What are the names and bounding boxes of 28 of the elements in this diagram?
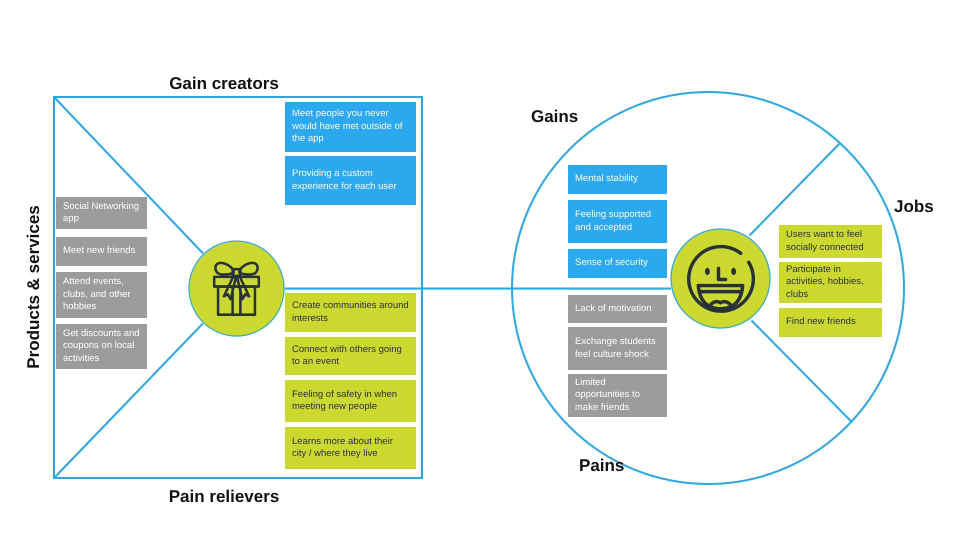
pain-reliever-card: Feeling of safety in when meeting new people [285,380,416,422]
product-card: Meet new friends [56,237,147,266]
section-heading: Jobs [894,197,934,217]
gain-creator-card: Meet people you never would have met outside of the app [285,102,416,152]
gain-creator-card: Providing a custom experience for each user [285,156,416,205]
job-card: Find new friends [779,308,882,337]
job-card: Participate in activities, hobbies, clubs [779,262,882,303]
pain-reliever-card: Connect with others going to an event [285,337,416,375]
gain-card: Mental stability [568,165,667,194]
section-heading: Products & services [24,205,44,369]
product-card: Social Networking app [56,197,147,229]
job-card: Users want to feel socially connected [779,225,882,258]
gain-card: Sense of security [568,249,667,278]
product-card: Attend events, clubs, and other hobbies [56,272,147,318]
section-heading: Pains [579,456,624,476]
section-heading: Gains [531,107,578,127]
gift-icon [188,240,285,337]
section-heading: Gain creators [169,74,279,94]
smiley-face-icon [670,228,771,329]
pain-reliever-card: Learns more about their city / where they live [285,427,416,469]
gain-card: Feeling supported and accepted [568,200,667,243]
pain-card: Limited opportunities to make friends [568,374,667,417]
product-card: Get discounts and coupons on local activities [56,324,147,369]
pain-card: Exchange students feel culture shock [568,327,667,370]
section-heading: Pain relievers [168,487,280,507]
pain-card: Lack of motivation [568,295,667,323]
connector-line [285,288,671,290]
pain-reliever-card: Create communities around interests [285,293,416,332]
